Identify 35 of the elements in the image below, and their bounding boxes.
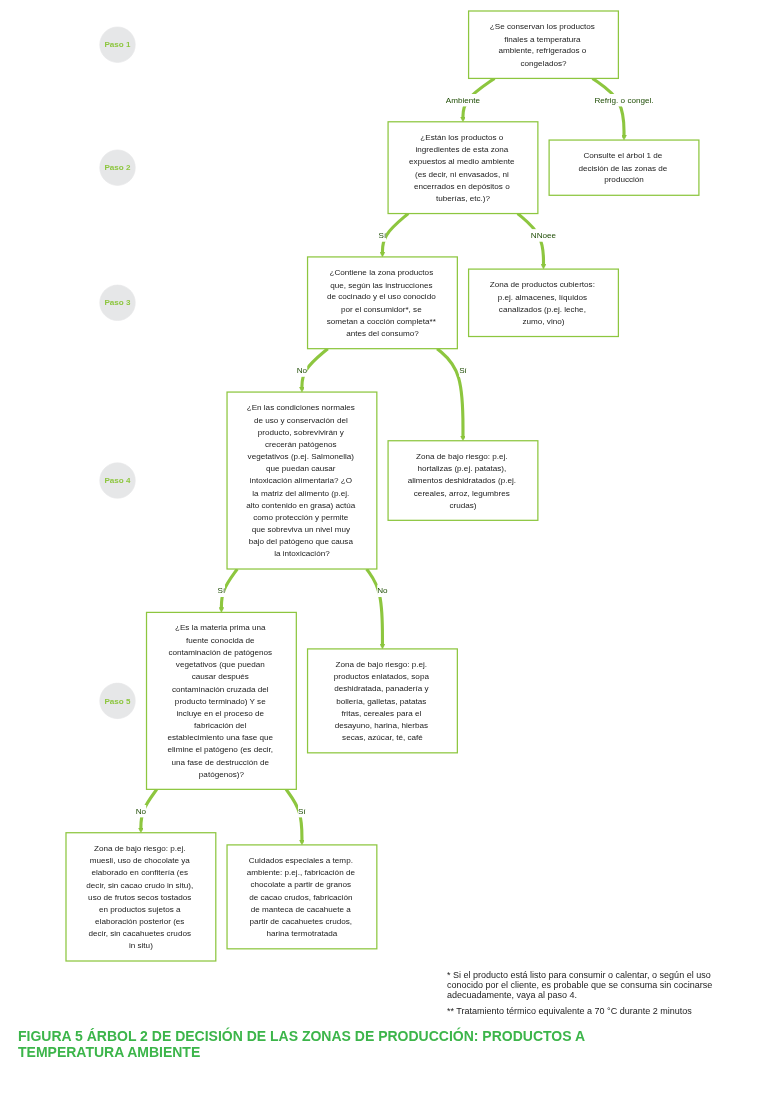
arrow: [379, 212, 410, 258]
edge-label: Ambiente: [445, 95, 481, 105]
edge-label: No: [296, 365, 308, 375]
node-box: Cuidados especiales a temp. ambiente: p.ej., fabricación de chocolate a partir de granos de cacao crudos, fabricación de manteca de cacahuete a partir de cacahuetes crudos, harina termotratada: [226, 844, 378, 950]
node-circle: Paso 4: [99, 462, 136, 499]
arrow: [218, 568, 239, 613]
arrow: [284, 788, 305, 846]
edge-label: Sí: [459, 365, 467, 375]
node-circle: Paso 2: [99, 149, 136, 186]
node-box: ¿En las condiciones normales de uso y conservación del producto, sobrevivirán y crecerán patógenos vegetativos (p.ej. Salmonella) que puedan causar intoxicación alimentaria? ¿O la matriz del alimento (p.ej. alto contenido en grasa) actúa como protección y permite que sobreviva un nivel muy bajo del patógeno que causa la intoxicación?: [226, 391, 378, 570]
edge-label: No: [377, 585, 388, 596]
edge-label: Sí: [378, 230, 387, 240]
footnote: ** Tratamiento térmico equivalente a 70 °C durante 2 minutos: [447, 1006, 693, 1016]
node-box: Zona de bajo riesgo: p.ej. productos enlatados, sopa deshidratada, panadería y bollería, galletas, patatas fritas, cereales para el desayuno, harina, hierbas secas, azúcar, té, café: [306, 648, 459, 754]
node-box: Zona de bajo riesgo: p.ej. hortalizas (p.ej. patatas), alimentos deshidratados (p.ej. cereales, arroz, legumbres crudas): [387, 440, 539, 521]
node-box: Consulte el árbol 1 de decisión de las zonas de producción: [548, 139, 700, 196]
footnote: * Si el producto está listo para consumir o calentar, o según el uso conocido por el cliente, es probable que se consuma sin cocinarse adecuadamente, vaya al paso 4.: [447, 970, 714, 1000]
arrow: [365, 568, 386, 650]
edge-label: Sí: [217, 585, 226, 596]
node-circle: Paso 1: [99, 26, 136, 63]
node-box: Zona de bajo riesgo: p.ej. muesli, uso de chocolate ya elaborado en confitería (es decir, sin cacao crudo in situ), uso de frutos secos tostados en productos sujetos a elaboración posterior (es decir, sin cacahuetes crudos in situ): [65, 832, 217, 962]
node-circle: Paso 3: [99, 284, 136, 321]
edge-label: Refrig. o congel.: [594, 95, 654, 105]
arrow: [436, 347, 466, 441]
edge-label: Sí: [298, 806, 306, 816]
node-circle: Paso 5: [99, 682, 136, 719]
figure-caption: FIGURA 5 ÁRBOL 2 DE DECISIÓN DE LAS ZONAS DE PRODUCCIÓN: PRODUCTOS A TEMPERATURA AMBIENTE: [17, 1026, 586, 1062]
node-box: ¿Se conservan los productos finales a temperatura ambiente, refrigerados o congelados?: [468, 10, 620, 80]
arrow: [299, 347, 329, 393]
edge-label: NNoee: [530, 230, 557, 240]
node-box: Zona de productos cubiertos: p.ej. almacenes, líquidos canalizados (p.ej. leche, zumo, vino): [468, 268, 620, 338]
node-box: ¿Contiene la zona productos que, según las instrucciones de cocinado y el uso conocido por el consumidor*, se sometan a cocción completa** antes del consumo?: [306, 256, 459, 350]
edge-label: No: [135, 806, 147, 816]
node-box: ¿Están los productos o ingredientes de esta zona expuestos al medio ambiente (es decir, ni envasados, ni encerrados en depósitos o tuberías, etc.)?: [387, 121, 539, 215]
node-box: ¿Es la materia prima una fuente conocida de contaminación de patógenos vegetativos (que puedan causar después contaminación cruzada del producto terminado) Y se incluye en el proceso de fabricación del establecimiento una fase que elimine el patógeno (es decir, una fase de destrucción de patógenos)?: [145, 611, 297, 790]
